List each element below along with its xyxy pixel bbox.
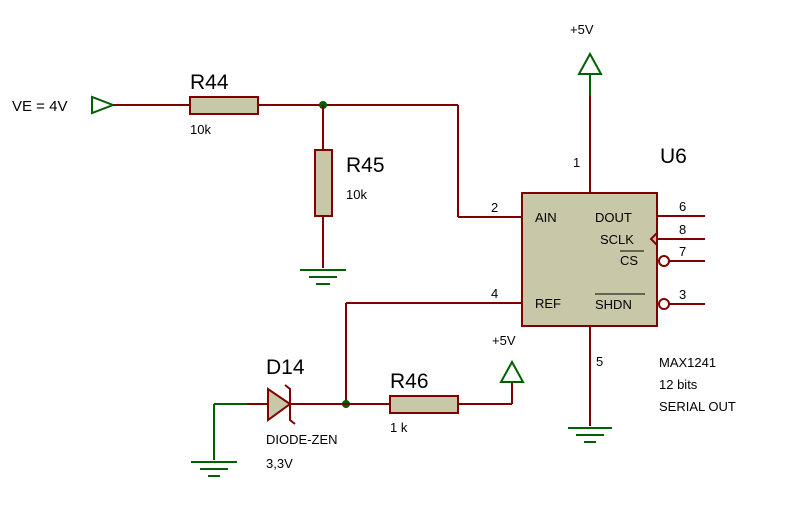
clock-indicator bbox=[649, 232, 658, 246]
pin-ain-num: 2 bbox=[491, 200, 498, 215]
chip-mode: SERIAL OUT bbox=[659, 399, 736, 414]
pin-shdn-name: SHDN bbox=[595, 297, 632, 312]
ground-symbol-r45 bbox=[300, 269, 346, 285]
pin-ain-name: AIN bbox=[535, 210, 557, 225]
pin-sclk-num: 8 bbox=[679, 222, 686, 237]
pin-cs-name: CS bbox=[620, 253, 638, 268]
zener-diode-d14 bbox=[247, 384, 346, 425]
power-r46-label: +5V bbox=[492, 333, 516, 348]
r45-value: 10k bbox=[346, 187, 367, 202]
resistor-r44 bbox=[189, 96, 458, 115]
pin-ref-name: REF bbox=[535, 296, 561, 311]
power-arrow-top bbox=[577, 51, 603, 193]
resistor-r45 bbox=[314, 105, 333, 268]
input-terminal bbox=[91, 95, 190, 115]
wire-ain bbox=[457, 105, 522, 218]
pin-shdn-num: 3 bbox=[679, 287, 686, 302]
pin-cs-num: 7 bbox=[679, 244, 686, 259]
resistor-r46 bbox=[346, 395, 512, 414]
pin-ref-num: 4 bbox=[491, 286, 498, 301]
pin-dout-name: DOUT bbox=[595, 210, 632, 225]
ground-symbol-diode bbox=[191, 403, 247, 477]
inversion-bubble-shdn bbox=[658, 298, 670, 310]
pin-sclk-name: SCLK bbox=[600, 232, 634, 247]
r45-ref: R45 bbox=[346, 154, 385, 177]
input-label: VE = 4V bbox=[12, 98, 67, 115]
r46-ref: R46 bbox=[390, 370, 429, 393]
r44-value: 10k bbox=[190, 122, 211, 137]
chip-bits: 12 bits bbox=[659, 377, 698, 392]
pin-vdd-num: 1 bbox=[573, 155, 580, 170]
diode-voltage: 3,3V bbox=[266, 456, 293, 471]
r46-value: 1 k bbox=[390, 420, 408, 435]
pin-gnd-num: 5 bbox=[596, 354, 603, 369]
power-top-label: +5V bbox=[570, 22, 594, 37]
inversion-bubble-cs bbox=[658, 255, 670, 267]
pin-dout-num: 6 bbox=[679, 199, 686, 214]
r44-ref: R44 bbox=[190, 71, 229, 94]
chip-ground bbox=[568, 326, 612, 443]
power-arrow-r46 bbox=[499, 359, 525, 404]
diode-ref: D14 bbox=[266, 356, 305, 379]
diode-type: DIODE-ZEN bbox=[266, 432, 338, 447]
chip-ref: U6 bbox=[660, 145, 687, 168]
chip-part: MAX1241 bbox=[659, 355, 716, 370]
